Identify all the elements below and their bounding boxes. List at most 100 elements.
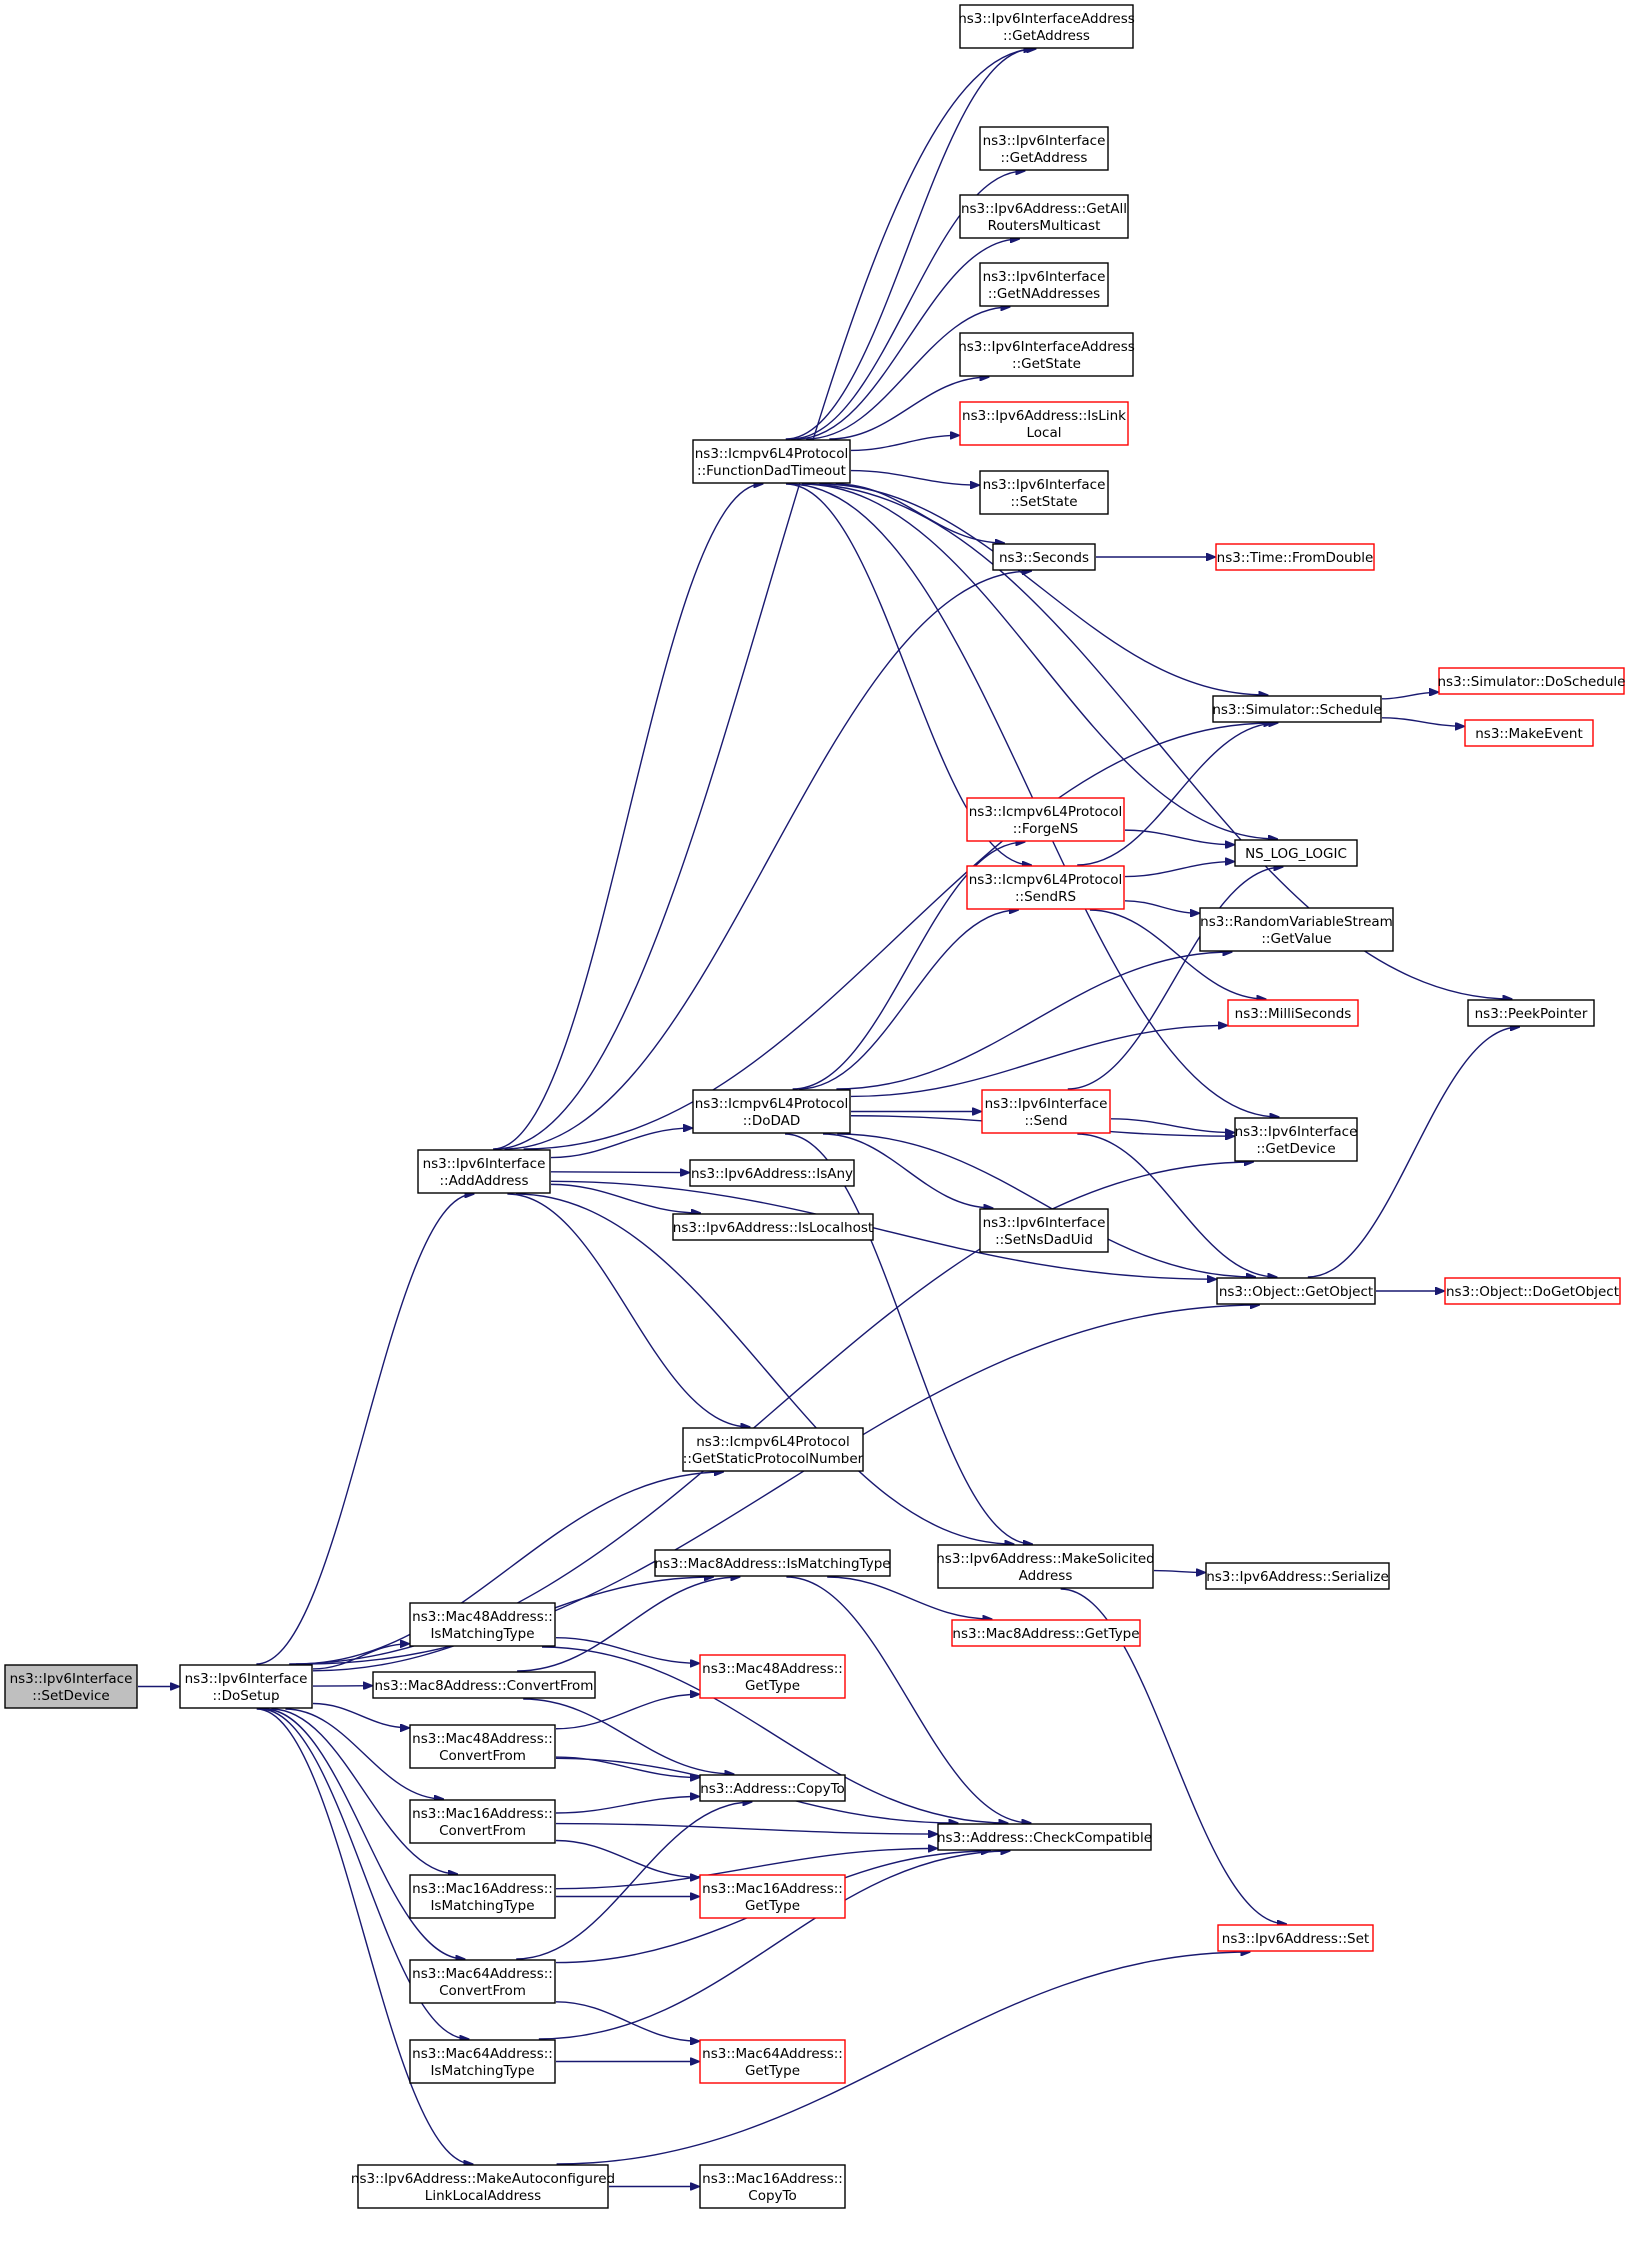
node-doschedule[interactable]: ns3::Simulator::DoSchedule <box>1438 667 1626 695</box>
node-setstate[interactable]: ns3::Ipv6Interface::SetState <box>979 470 1109 515</box>
node-box-nslog <box>1234 839 1358 867</box>
node-label-mac16_convert-0: ns3::Mac16Address:: <box>412 1806 553 1822</box>
node-setnsdaduid[interactable]: ns3::Ipv6Interface::SetNsDadUid <box>979 1208 1109 1253</box>
node-label-setdevice-1: ::SetDevice <box>32 1688 109 1704</box>
node-ifsend[interactable]: ns3::Ipv6Interface::Send <box>981 1089 1111 1134</box>
edge-mac16_convert-to-checkcompat <box>555 1822 937 1835</box>
node-serialize[interactable]: ns3::Ipv6Address::Serialize <box>1205 1562 1390 1590</box>
node-checkcompat[interactable]: ns3::Address::CheckCompatible <box>937 1823 1152 1851</box>
node-mac16_gettype[interactable]: ns3::Mac16Address::GetType <box>699 1874 846 1919</box>
node-mac64_ismatch[interactable]: ns3::Mac64Address::IsMatchingType <box>409 2039 556 2084</box>
node-nslog[interactable]: NS_LOG_LOGIC <box>1234 839 1358 867</box>
edge-addaddress-to-isany <box>550 1172 689 1173</box>
node-mac8_convert[interactable]: ns3::Mac8Address::ConvertFrom <box>372 1671 596 1699</box>
node-ipv6set[interactable]: ns3::Ipv6Address::Set <box>1217 1924 1374 1952</box>
node-label-doschedule-0: ns3::Simulator::DoSchedule <box>1438 674 1626 690</box>
node-mac64_convert[interactable]: ns3::Mac64Address::ConvertFrom <box>409 1959 556 2004</box>
node-mac8_ismatch[interactable]: ns3::Mac8Address::IsMatchingType <box>654 1549 891 1577</box>
node-makeautoconf[interactable]: ns3::Ipv6Address::MakeAutoconfiguredLink… <box>351 2164 615 2209</box>
node-box-getnaddr <box>979 262 1109 307</box>
node-label-fromdouble-0: ns3::Time::FromDouble <box>1217 550 1374 566</box>
edge-mac8_convert-to-mac8_ismatch <box>517 1577 739 1672</box>
node-fromdouble[interactable]: ns3::Time::FromDouble <box>1215 543 1375 571</box>
node-mac16_copyto[interactable]: ns3::Mac16Address::CopyTo <box>699 2164 846 2209</box>
edge-fdt-to-sendrs <box>785 483 1031 865</box>
node-label-if_getaddr-1: ::GetAddress <box>1001 150 1088 166</box>
node-dogetobject[interactable]: ns3::Object::DoGetObject <box>1444 1277 1621 1305</box>
node-label-getstaticproto-1: ::GetStaticProtocolNumber <box>683 1451 864 1467</box>
node-box-setnsdaduid <box>979 1208 1109 1253</box>
node-getobject[interactable]: ns3::Object::GetObject <box>1216 1277 1376 1305</box>
node-box-if_getaddr <box>979 126 1109 171</box>
node-copyto[interactable]: ns3::Address::CopyTo <box>699 1774 846 1802</box>
node-ifaddr_getaddr[interactable]: ns3::Ipv6InterfaceAddress::GetAddress <box>958 4 1135 49</box>
edge-dosetup-to-mac64_convert <box>264 1708 464 1959</box>
edge-sendrs-to-rvs <box>1124 900 1199 913</box>
node-dodad[interactable]: ns3::Icmpv6L4Protocol::DoDAD <box>692 1089 851 1134</box>
edge-addaddress-to-getstaticproto <box>507 1193 749 1427</box>
node-getstaticproto[interactable]: ns3::Icmpv6L4Protocol::GetStaticProtocol… <box>682 1427 864 1472</box>
edge-dodad-to-millis <box>850 1025 1227 1098</box>
node-mac48_convert[interactable]: ns3::Mac48Address::ConvertFrom <box>409 1724 556 1769</box>
edge-dodad-to-sendrs <box>799 910 1018 1090</box>
edge-addaddress-to-islocalhost <box>550 1183 700 1213</box>
node-if_getaddr[interactable]: ns3::Ipv6Interface::GetAddress <box>979 126 1109 171</box>
node-addaddress[interactable]: ns3::Ipv6Interface::AddAddress <box>417 1149 551 1194</box>
node-label-forgens-1: ::ForgeNS <box>1013 821 1079 837</box>
edge-makesolicited-to-serialize <box>1153 1571 1205 1573</box>
edge-ifsend-to-getdevice <box>1110 1118 1234 1133</box>
node-label-ifsend-0: ns3::Ipv6Interface <box>985 1096 1108 1112</box>
node-label-setnsdaduid-0: ns3::Ipv6Interface <box>983 1215 1106 1231</box>
node-getdevice[interactable]: ns3::Ipv6Interface::GetDevice <box>1234 1117 1358 1162</box>
edge-addaddress-to-makesolicited <box>515 1193 1014 1544</box>
edge-ifsend-to-nslog <box>1067 867 1283 1090</box>
node-label-mac8_ismatch-0: ns3::Mac8Address::IsMatchingType <box>654 1556 890 1572</box>
node-schedule[interactable]: ns3::Simulator::Schedule <box>1212 695 1382 723</box>
edge-dodad-to-getobject <box>837 1133 1255 1277</box>
node-label-mac48_gettype-0: ns3::Mac48Address:: <box>702 1661 843 1677</box>
node-box-mac8_convert <box>372 1671 596 1699</box>
edge-addaddress-to-fdt <box>493 484 762 1150</box>
node-mac48_ismatch[interactable]: ns3::Mac48Address::IsMatchingType <box>409 1602 556 1647</box>
edge-getobject-to-peek <box>1307 1027 1519 1278</box>
edge-mac8_ismatch-to-checkcompat <box>786 1576 1030 1823</box>
edge-dosetup-to-mac64_ismatch <box>260 1708 468 2039</box>
node-millis[interactable]: ns3::MilliSeconds <box>1227 999 1359 1027</box>
node-islocalhost[interactable]: ns3::Ipv6Address::IsLocalhost <box>672 1213 874 1241</box>
node-mac16_ismatch[interactable]: ns3::Mac16Address::IsMatchingType <box>409 1874 556 1919</box>
node-getnaddr[interactable]: ns3::Ipv6Interface::GetNAddresses <box>979 262 1109 307</box>
node-rvs[interactable]: ns3::RandomVariableStream::GetValue <box>1199 907 1394 952</box>
node-box-checkcompat <box>937 1823 1152 1851</box>
node-isany[interactable]: ns3::Ipv6Address::IsAny <box>689 1159 855 1187</box>
node-box-mac48_ismatch <box>409 1602 556 1647</box>
node-box-ifaddr_getaddr <box>959 4 1134 49</box>
node-label-getnaddr-0: ns3::Ipv6Interface <box>983 269 1106 285</box>
node-peek[interactable]: ns3::PeekPointer <box>1467 999 1595 1027</box>
node-label-addaddress-0: ns3::Ipv6Interface <box>423 1156 546 1172</box>
node-label-getstaticproto-0: ns3::Icmpv6L4Protocol <box>696 1434 850 1450</box>
edge-mac16_convert-to-copyto <box>555 1796 699 1814</box>
node-box-getobject <box>1216 1277 1376 1305</box>
node-label-getdevice-0: ns3::Ipv6Interface <box>1235 1124 1358 1140</box>
node-label-dosetup-0: ns3::Ipv6Interface <box>185 1671 308 1687</box>
node-label-mac48_gettype-1: GetType <box>745 1678 800 1694</box>
node-ifaddr_getstate[interactable]: ns3::Ipv6InterfaceAddress::GetState <box>958 332 1135 377</box>
node-dosetup[interactable]: ns3::Ipv6Interface::DoSetup <box>179 1664 313 1709</box>
node-seconds[interactable]: ns3::Seconds <box>992 543 1096 571</box>
edge-fdt-to-getallrouters <box>796 239 1019 440</box>
node-label-serialize-0: ns3::Ipv6Address::Serialize <box>1206 1569 1389 1585</box>
node-forgens[interactable]: ns3::Icmpv6L4Protocol::ForgeNS <box>966 797 1125 842</box>
node-mac16_convert[interactable]: ns3::Mac16Address::ConvertFrom <box>409 1799 556 1844</box>
node-mac48_gettype[interactable]: ns3::Mac48Address::GetType <box>699 1654 846 1699</box>
node-mac64_gettype[interactable]: ns3::Mac64Address::GetType <box>699 2039 846 2084</box>
node-fdt[interactable]: ns3::Icmpv6L4Protocol::FunctionDadTimeou… <box>692 439 851 484</box>
node-makeevent[interactable]: ns3::MakeEvent <box>1464 719 1594 747</box>
edge-fdt-to-ifaddr_getstate <box>829 377 988 440</box>
node-mac8_gettype[interactable]: ns3::Mac8Address::GetType <box>951 1619 1141 1647</box>
node-sendrs[interactable]: ns3::Icmpv6L4Protocol::SendRS <box>966 865 1125 910</box>
edge-forgens-to-nslog <box>1124 829 1234 845</box>
node-box-islocalhost <box>672 1213 874 1241</box>
